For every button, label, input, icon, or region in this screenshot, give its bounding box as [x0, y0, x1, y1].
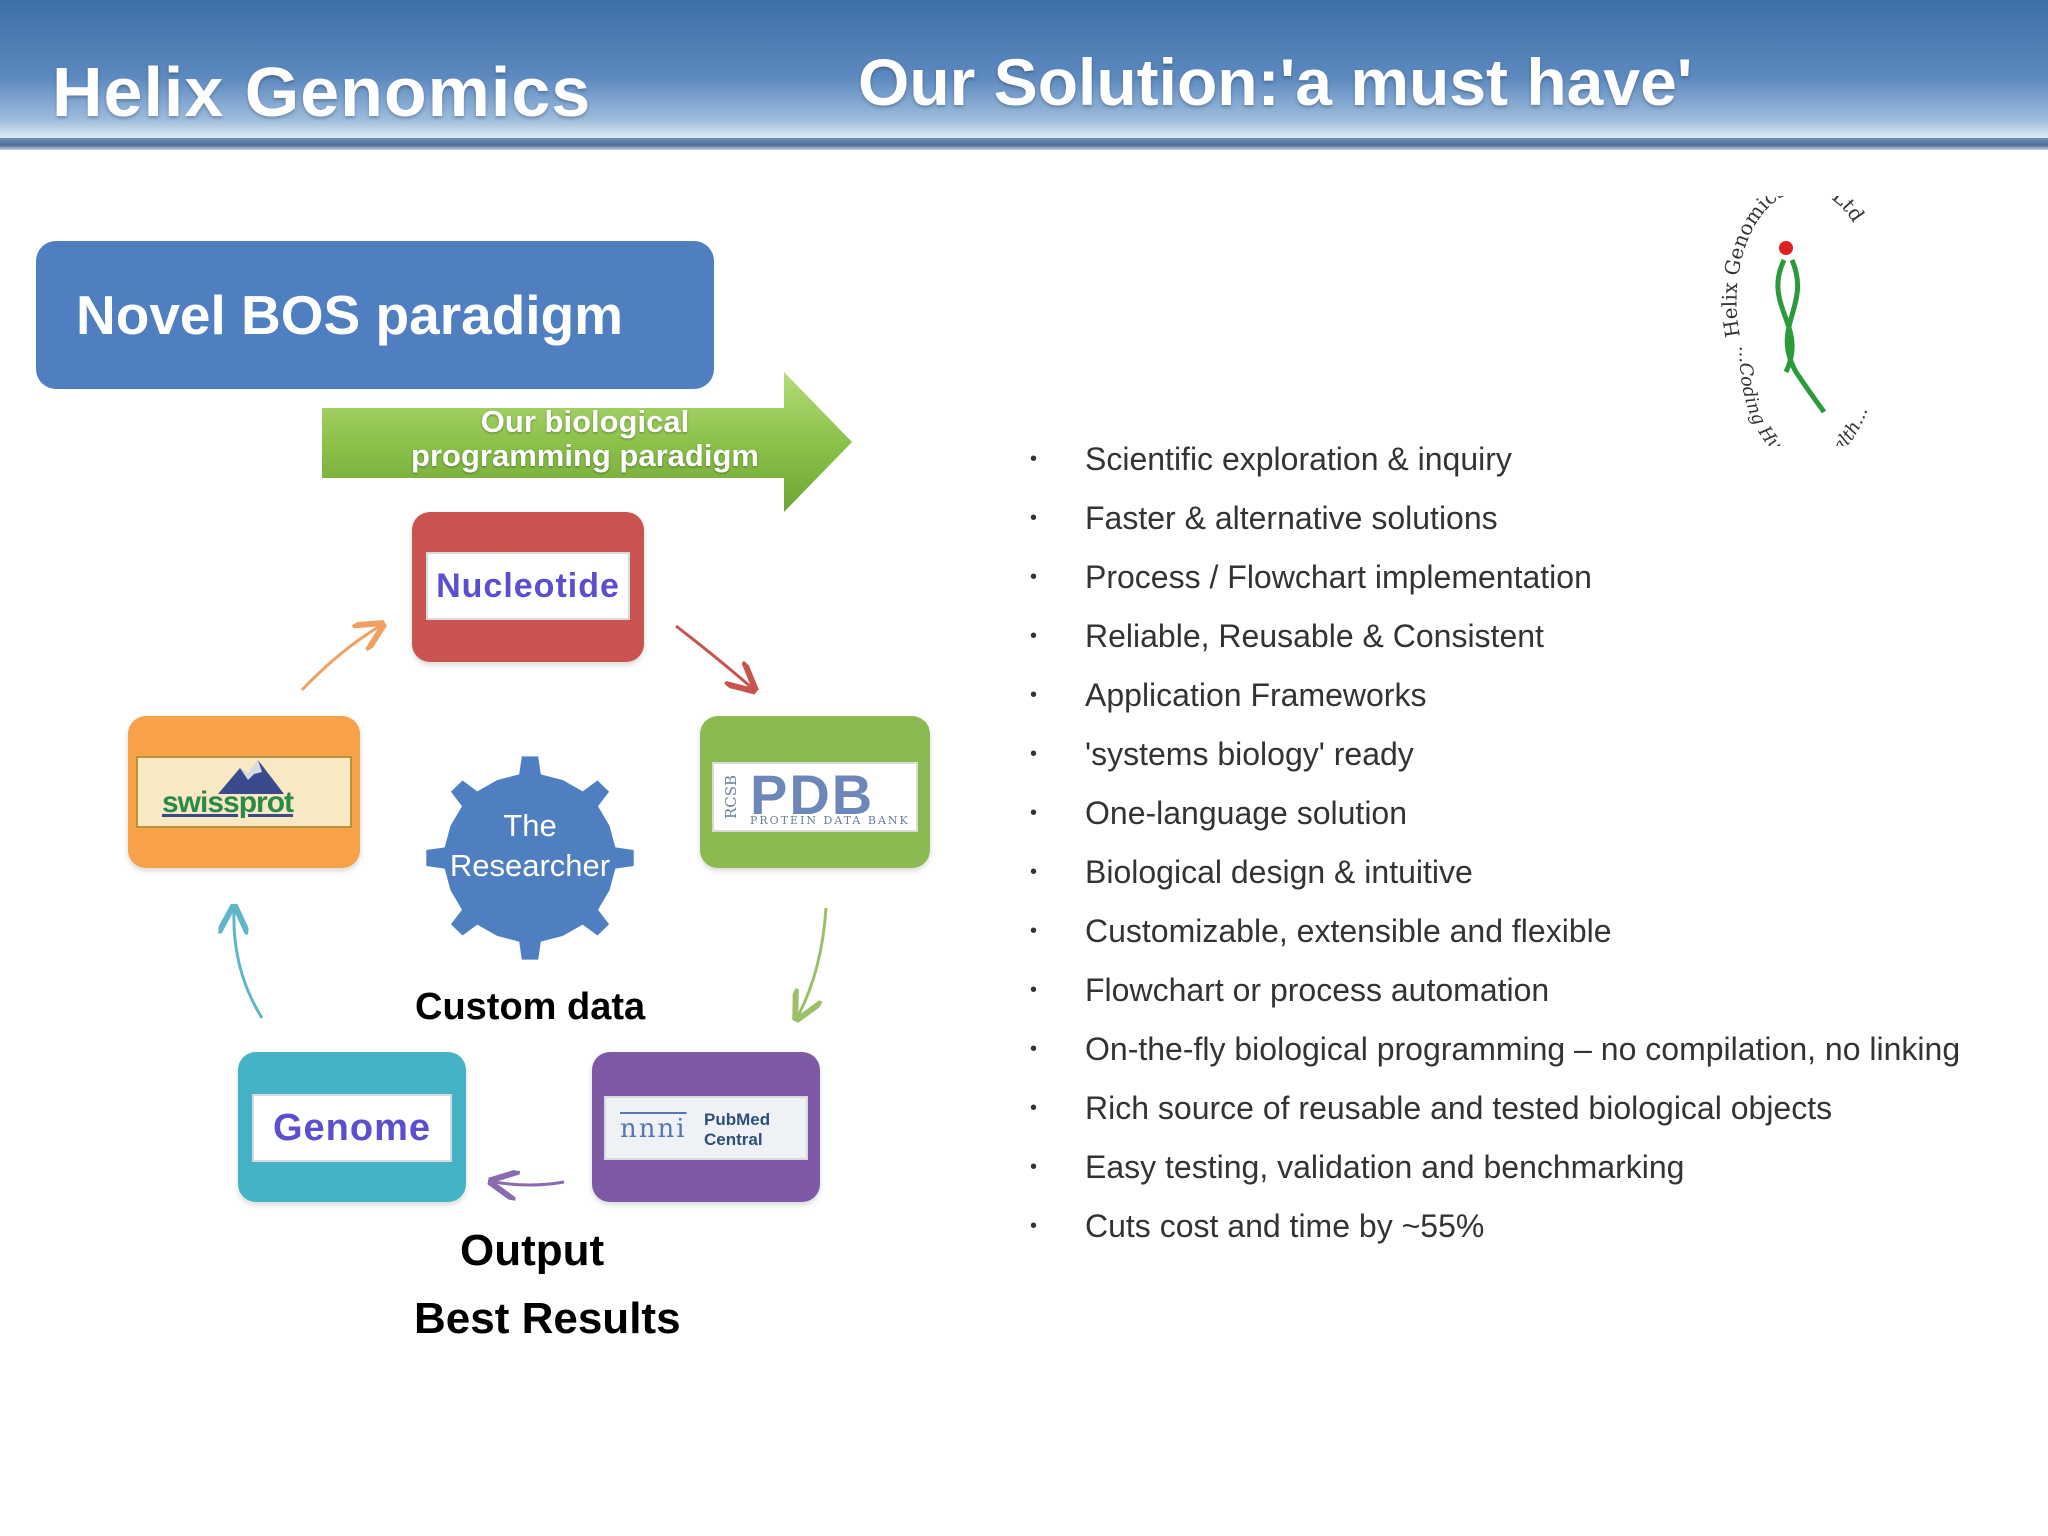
mountain-icon	[218, 760, 284, 794]
bullet-text: 'systems biology' ready	[1085, 736, 1414, 772]
bullet-text: Scientific exploration & inquiry	[1085, 441, 1512, 477]
bullet-text: Customizable, extensible and flexible	[1085, 913, 1612, 949]
header-divider	[0, 138, 2048, 150]
bullet-dot-icon: •	[1030, 1038, 1038, 1060]
paradigm-box: Novel BOS paradigm	[36, 241, 714, 389]
bullet-text: Process / Flowchart implementation	[1085, 559, 1592, 595]
researcher-gear-icon	[426, 756, 634, 960]
pubmed-central-card[interactable]: nnni PubMed Central	[592, 1052, 820, 1202]
researcher-label: The Researcher	[432, 806, 628, 886]
pubmed-icon: nnni	[620, 1114, 687, 1144]
slide-title: Our Solution:'a must have'	[858, 45, 1693, 119]
bullet-dot-icon: •	[1030, 507, 1038, 529]
logo-arc-bottom: ...Coding Human Health...	[1735, 346, 1873, 446]
nucleotide-label-box: Nucleotide	[426, 552, 630, 620]
bullet-dot-icon: •	[1030, 1156, 1038, 1178]
paradigm-box-label: Novel BOS paradigm	[76, 284, 624, 346]
bullet-dot-icon: •	[1030, 861, 1038, 883]
genome-label: Genome	[272, 1106, 432, 1149]
brand-name: Helix Genomics	[52, 53, 592, 131]
bullet-dot-icon: •	[1030, 979, 1038, 1001]
arrow-genome-to-swiss	[234, 910, 264, 1019]
bullet-dot-icon: •	[1030, 625, 1038, 647]
bullet-text: On-the-fly biological programming – no c…	[1085, 1031, 1961, 1067]
logo-red-dot	[1779, 241, 1793, 255]
arrow-nucleotide-to-pdb	[675, 624, 752, 688]
swissprot-logo: swissprot	[136, 756, 352, 828]
pdb-logo: RCSB PDB PROTEIN DATA BANK	[712, 762, 918, 832]
bullet-dot-icon: •	[1030, 1215, 1038, 1237]
bullet-dot-icon: •	[1030, 743, 1038, 765]
bullet-dot-icon: •	[1030, 920, 1038, 942]
arrow-pdb-to-pubmed	[798, 907, 828, 1016]
bullet-text: Application Frameworks	[1085, 677, 1427, 713]
logo-helix-icon	[1775, 258, 1827, 414]
bullet-dot-icon: •	[1030, 566, 1038, 588]
bullet-dot-icon: •	[1030, 448, 1038, 470]
researcher-line1: The	[503, 808, 557, 843]
pdb-sub: PROTEIN DATA BANK	[750, 814, 910, 827]
pubmed-line2: Central	[704, 1130, 763, 1149]
bullet-text: One-language solution	[1085, 795, 1408, 831]
arrow-label-line2: programming paradigm	[411, 438, 759, 473]
pdb-prefix: RCSB	[722, 774, 741, 820]
bullet-text: Easy testing, validation and benchmarkin…	[1085, 1149, 1685, 1185]
researcher-line2: Researcher	[449, 848, 611, 883]
pubmed-line1: PubMed	[704, 1110, 771, 1129]
bullet-dot-icon: •	[1030, 684, 1038, 706]
pdb-main: PDB	[750, 763, 875, 826]
bullet-dot-icon: •	[1030, 802, 1038, 824]
genome-card[interactable]: Genome	[238, 1052, 466, 1202]
bullet-dot-icon: •	[1030, 1097, 1038, 1119]
paradigm-arrow	[322, 372, 852, 512]
swissprot-card[interactable]: swissprot	[128, 716, 360, 868]
gear-body	[426, 756, 634, 960]
genome-label-box: Genome	[252, 1094, 452, 1162]
swissprot-label: swissprot	[162, 786, 294, 819]
output-label: Output	[460, 1226, 605, 1275]
slide-header	[0, 0, 2048, 140]
bullet-text: Biological design & intuitive	[1085, 854, 1473, 890]
bullet-text: Reliable, Reusable & Consistent	[1085, 618, 1544, 654]
bullet-text: Rich source of reusable and tested biolo…	[1085, 1090, 1833, 1126]
pdb-card[interactable]: RCSB PDB PROTEIN DATA BANK	[700, 716, 930, 868]
bullet-text: Cuts cost and time by ~55%	[1085, 1208, 1485, 1244]
pubmed-logo: nnni PubMed Central	[604, 1096, 808, 1160]
nucleotide-label: Nucleotide	[436, 566, 620, 605]
arrow-label-line1: Our biological	[480, 404, 690, 439]
arrow-label: Our biological programming paradigm	[325, 405, 845, 473]
best-results-label: Best Results	[414, 1294, 681, 1343]
arrow-pubmed-to-genome	[494, 1182, 565, 1185]
company-logo: Helix Genomics Pvt Ltd ...Coding Human H…	[1717, 196, 1873, 446]
bullet-text: Faster & alternative solutions	[1085, 500, 1498, 536]
arrow-swiss-to-nucleotide	[300, 626, 380, 692]
custom-data-label: Custom data	[415, 986, 646, 1028]
bullet-text: Flowchart or process automation	[1085, 972, 1550, 1008]
nucleotide-card[interactable]: Nucleotide	[412, 512, 644, 662]
